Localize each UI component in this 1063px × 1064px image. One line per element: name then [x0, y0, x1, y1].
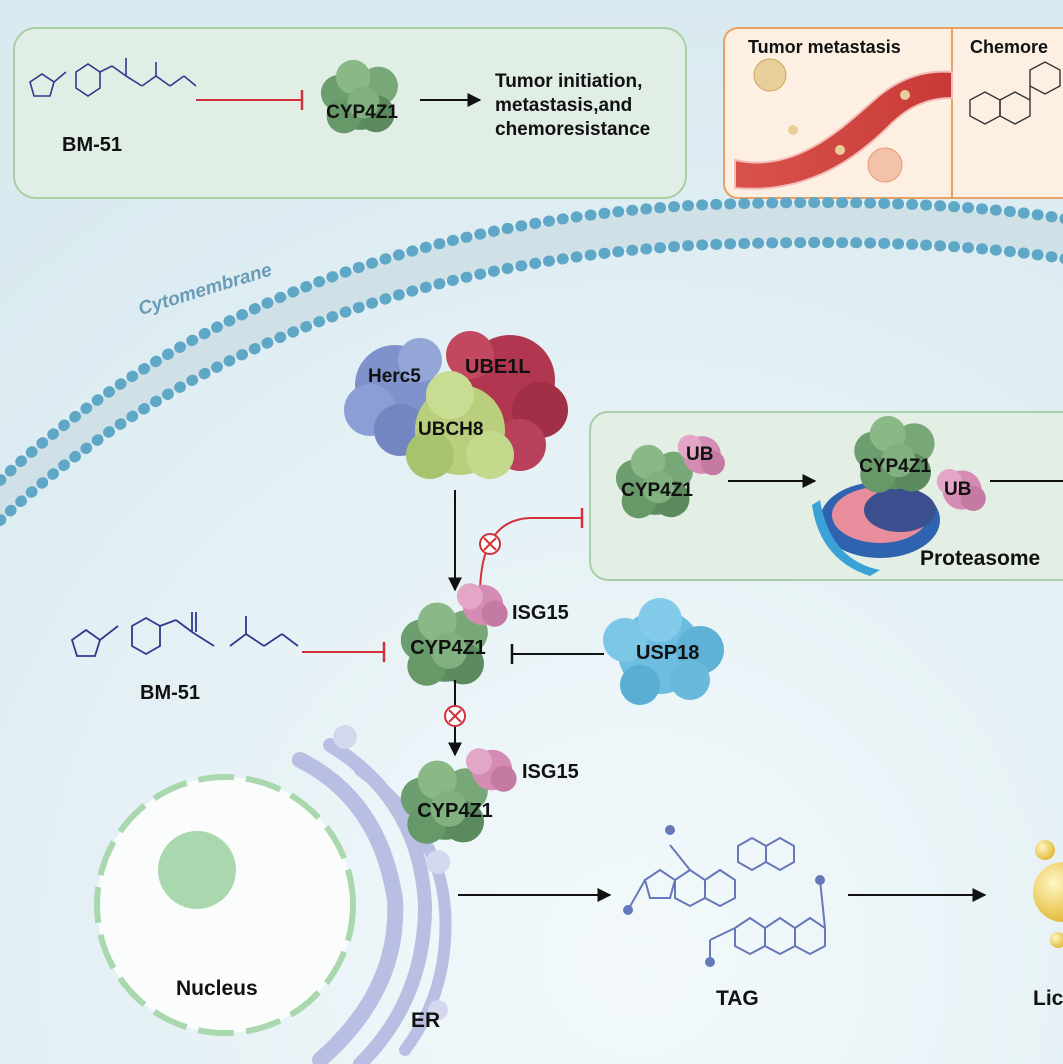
lipid-label: Lic [1033, 987, 1063, 1010]
usp18-protein [603, 598, 724, 705]
top-right-box [723, 27, 1063, 199]
proteasome-label: Proteasome [920, 547, 1041, 570]
ub-label-1: UB [686, 444, 714, 465]
er-label: ER [411, 1009, 441, 1032]
e3-ligase-complex [344, 331, 568, 479]
ub-label-2: UB [944, 479, 972, 500]
blood-vessel [734, 70, 953, 190]
cyp4z1-label-degradation-2: CYP4Z1 [859, 456, 931, 477]
nucleus-label: Nucleus [176, 977, 258, 1000]
top-left-summary-box [13, 27, 687, 199]
cyp4z1-label-central: CYP4Z1 [410, 637, 486, 659]
ube1l-label: UBE1L [465, 356, 531, 378]
ubch8-protein [406, 371, 514, 479]
bm51-label-top: BM-51 [62, 134, 123, 156]
cyp4z1-label-lower: CYP4Z1 [417, 800, 493, 822]
usp18-label: USP18 [636, 642, 700, 664]
bm51-structure-small [29, 58, 197, 97]
nucleus [94, 774, 356, 1036]
cell-membrane [0, 197, 1063, 529]
bm51-structure-central [70, 612, 299, 657]
outcome-text: Tumor initiation, metastasis,and chemore… [495, 71, 651, 140]
chemical-structure-icon [969, 61, 1061, 125]
ubch8-label: UBCH8 [418, 419, 484, 440]
lipid-droplet-icon [1033, 840, 1063, 948]
tumor-metastasis-title: Tumor metastasis [748, 37, 901, 57]
degradation-box [589, 411, 1063, 581]
chemoresistance-title: Chemore [970, 37, 1049, 57]
isg15-label-central: ISG15 [512, 602, 569, 624]
inhibit-cross-icon [444, 705, 466, 727]
endoplasmic-reticulum [292, 725, 452, 1064]
proteasome-icon [812, 482, 940, 576]
herc5-label: Herc5 [368, 366, 421, 387]
isg15-label-lower: ISG15 [522, 761, 579, 783]
inhibit-cross-icon [479, 533, 501, 555]
bm51-label-central: BM-51 [140, 682, 201, 704]
cyp4z1-label-degradation-1: CYP4Z1 [621, 480, 693, 501]
tag-label: TAG [716, 987, 759, 1010]
cyp4z1-label-top: CYP4Z1 [326, 102, 398, 123]
